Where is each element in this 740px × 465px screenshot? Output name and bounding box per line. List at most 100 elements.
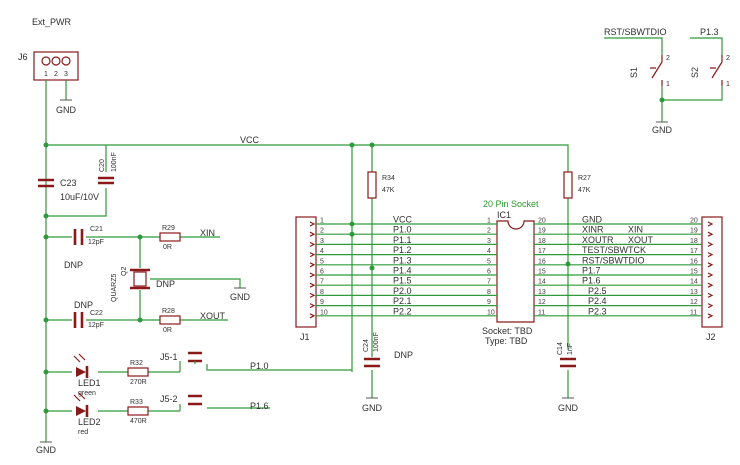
svg-text:C20: C20 (99, 159, 106, 172)
j2-pin-number: 19 (690, 228, 698, 235)
svg-text:R28: R28 (162, 308, 175, 315)
svg-text:S1: S1 (629, 67, 639, 78)
ic1-pin-number: 7 (487, 279, 491, 286)
j1-pin-number: 5 (320, 258, 324, 265)
left-net-label: P1.2 (393, 245, 412, 255)
left-net-label: P1.5 (393, 276, 412, 286)
j1-pin-number: 4 (320, 248, 324, 255)
led1: LED1 green (73, 353, 101, 397)
net-p10-bottom: P1.0 (250, 361, 269, 371)
j1-pin-number: 2 (320, 228, 324, 235)
xout-label: XOUT (200, 311, 226, 321)
svg-text:C22: C22 (90, 310, 103, 317)
ic1-pin-number: 14 (538, 279, 546, 286)
svg-text:12pF: 12pF (88, 322, 104, 329)
svg-text:R34: R34 (382, 175, 395, 182)
connector-j1: J1 (295, 216, 317, 342)
svg-text:100nF: 100nF (111, 152, 118, 172)
ic1-pin-number: 2 (487, 228, 491, 235)
ic1-pin-number: 20 (538, 218, 546, 225)
ic1-pin-number: 19 (538, 228, 546, 235)
capacitor-c24: C24 100nF DNP (363, 332, 413, 368)
svg-text:C14: C14 (557, 342, 564, 355)
j2-pin-number: 11 (690, 309, 697, 316)
ic1-pin-number: 15 (538, 269, 546, 276)
left-net-label: P1.4 (393, 266, 412, 276)
svg-text:J2: J2 (706, 332, 716, 342)
right-net-label: GND (582, 215, 603, 225)
ic1-pin-number: 12 (538, 299, 546, 306)
svg-text:12pF: 12pF (88, 239, 104, 246)
right-net-label: P1.7 (582, 266, 601, 276)
rst-sbwtdio-label: RST/SBWTDIO (604, 27, 667, 37)
right-net-label: RST/SBWTDIO (582, 255, 645, 265)
jumper-j5-2: J5-2 (160, 394, 202, 411)
j2-net-label: XIN (628, 225, 643, 235)
capacitor-c22: C22 12pF (73, 310, 104, 329)
type-tbd: Type: TBD (485, 336, 528, 346)
svg-text:1nF: 1nF (567, 343, 574, 355)
svg-text:47K: 47K (382, 187, 395, 194)
ext-pwr-label: Ext_PWR (32, 17, 72, 27)
p13-label-top: P1.3 (700, 27, 719, 37)
ic1-pin-number: 3 (487, 238, 491, 245)
svg-text:0R: 0R (163, 327, 172, 334)
svg-text:green: green (78, 390, 96, 397)
ic1-pin-number: 4 (487, 248, 491, 255)
right-net-label: XINR (582, 225, 604, 235)
svg-text:Q2: Q2 (121, 267, 128, 276)
j2-pin-number: 13 (690, 289, 698, 296)
svg-text:C24: C24 (363, 339, 370, 352)
j2-pin-number: 12 (690, 299, 698, 306)
svg-text:47K: 47K (578, 187, 591, 194)
j1-pin-number: 9 (320, 299, 324, 306)
resistor-r34: R34 47K (367, 171, 395, 199)
j2-pin-number: 18 (690, 238, 698, 245)
svg-text:1: 1 (666, 81, 670, 88)
svg-text:GND: GND (558, 403, 579, 413)
left-net-row: 4 P1.2 4 (309, 245, 497, 258)
left-net-label: P1.0 (393, 225, 412, 235)
resistor-r28: R28 0R (159, 308, 181, 334)
capacitor-c21: C21 12pF (73, 226, 104, 246)
j6-label: J6 (18, 52, 28, 62)
ic1-pin-number: 1 (487, 218, 491, 225)
svg-text:LED2: LED2 (78, 417, 101, 427)
left-net-label: VCC (393, 215, 413, 225)
left-net-label: P1.1 (393, 235, 412, 245)
svg-text:2: 2 (54, 71, 58, 78)
ic1-pin-number: 11 (538, 309, 545, 316)
j1-pin-number: 10 (320, 309, 328, 316)
svg-text:GND: GND (56, 105, 77, 115)
svg-text:470R: 470R (130, 418, 147, 425)
svg-text:DNP: DNP (156, 279, 175, 289)
j2-net-label: XOUT (628, 235, 654, 245)
svg-text:2: 2 (726, 55, 730, 62)
gnd-symbol-main: GND (36, 441, 57, 455)
svg-text:QUARZ5: QUARZ5 (111, 274, 118, 303)
right-net-label: TEST/SBWTCK (582, 245, 646, 255)
svg-text:J1: J1 (300, 332, 310, 342)
socket-title: 20 Pin Socket (483, 199, 539, 209)
right-net-label: P2.5 (588, 286, 607, 296)
capacitor-c20: C20 100nF (98, 152, 118, 185)
ic1-pin-number: 9 (487, 299, 491, 306)
ic1-pin-number: 8 (487, 289, 491, 296)
svg-text:J5-2: J5-2 (160, 394, 178, 404)
j1-pin-number: 1 (320, 218, 324, 225)
ic1-pin-number: 10 (487, 309, 495, 316)
svg-text:GND: GND (230, 292, 251, 302)
svg-text:10uF/10V: 10uF/10V (60, 192, 99, 202)
j6-connector: 1 2 3 (33, 51, 79, 81)
left-net-label: P2.1 (393, 296, 412, 306)
xin-label: XIN (200, 228, 215, 238)
